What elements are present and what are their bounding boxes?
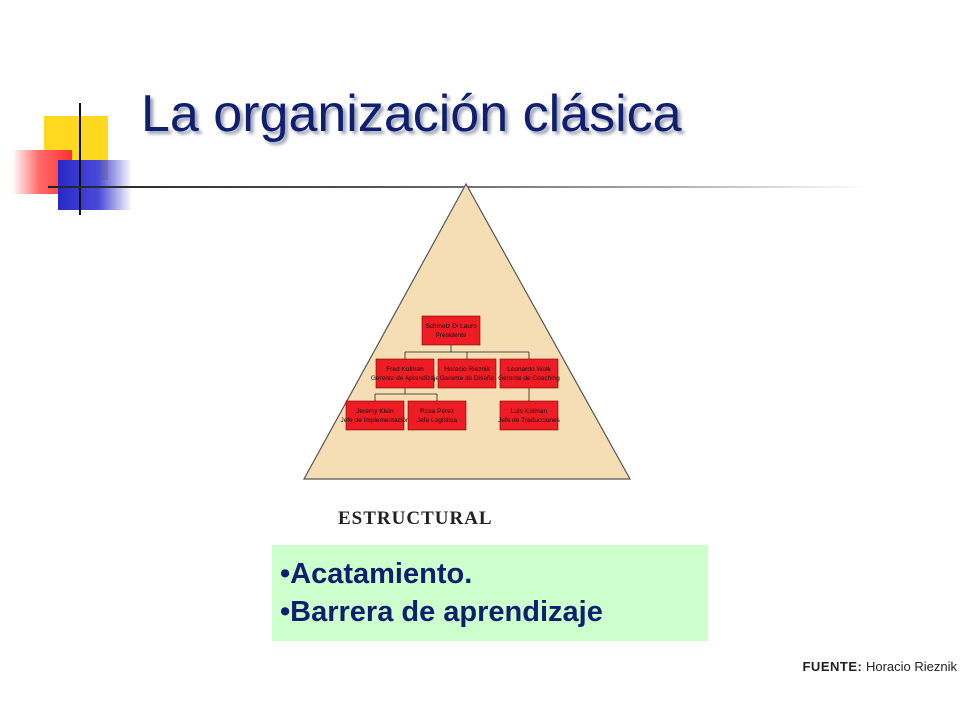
bullet-text: Barrera de aprendizaje <box>290 596 603 628</box>
bullet-item: •Barrera de aprendizaje <box>280 596 603 628</box>
org-node-box <box>499 400 559 431</box>
title-underline <box>48 186 868 188</box>
bullet-item: •Acatamiento. <box>280 558 473 590</box>
org-node-role: Gerente de Aprendizaje <box>371 375 440 382</box>
org-node-role: Gerente de Coaching <box>498 375 560 382</box>
org-node-name: Luis Kofman <box>511 408 548 415</box>
org-node-role: Gerente de Diseño <box>440 375 495 382</box>
org-node-box <box>437 358 497 389</box>
org-node-name: Rosa Pérez <box>420 408 454 415</box>
source-name: Horacio Rieznik <box>865 659 957 674</box>
structural-label: ESTRUCTURAL <box>338 508 493 529</box>
org-node-box <box>407 400 467 431</box>
org-node-role: Presidente <box>435 332 466 339</box>
org-node-box <box>345 400 405 431</box>
source-credit: FUENTE: Horacio Rieznik <box>802 659 957 674</box>
org-node-name: Jeremy Klein <box>356 408 394 415</box>
decor-vertical-line <box>79 103 81 215</box>
org-node-box <box>375 358 435 389</box>
org-node-box <box>499 358 559 389</box>
org-node-role: Jefe de Traducciones <box>498 417 561 424</box>
org-node-role: Jefe Logística <box>417 417 457 424</box>
org-node-name: Fred Kofman <box>386 366 424 373</box>
decor-blue-square <box>58 160 132 210</box>
org-node-role: Jefe de Implementación <box>340 417 409 424</box>
org-node-name: Leonardo Wolk <box>507 366 551 373</box>
org-node-box <box>421 315 481 346</box>
bullet-text: Acatamiento. <box>290 558 473 590</box>
bullet-box: •Acatamiento. •Barrera de aprendizaje <box>272 545 708 641</box>
slide-title: La organización clásica <box>141 85 682 143</box>
source-label: FUENTE: <box>802 659 863 674</box>
org-node-name: Schmelz Di Lauro <box>425 323 477 330</box>
org-node-name: Horacio Rieznik <box>444 366 490 373</box>
